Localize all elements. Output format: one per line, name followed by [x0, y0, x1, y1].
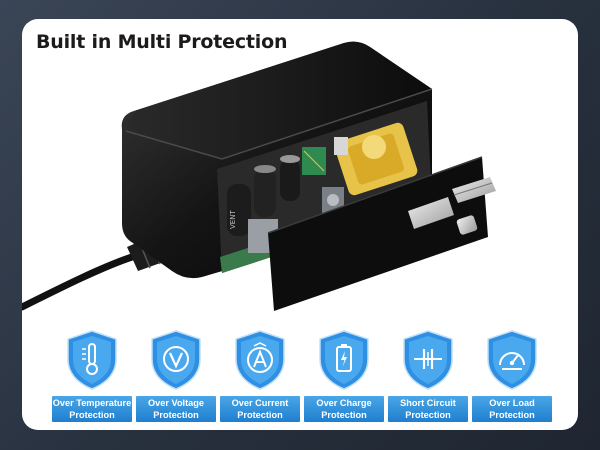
battery-charge-icon: [319, 330, 369, 390]
feature-over-charge: Over Charge Protection: [304, 329, 384, 424]
feature-over-temperature: Over Temperature Protection: [52, 329, 132, 424]
power-adapter-image: VENT: [22, 41, 496, 311]
feature-label: Over Voltage Protection: [136, 396, 216, 422]
feature-label: Over Temperature Protection: [52, 396, 132, 422]
svg-text:VENT: VENT: [229, 210, 237, 229]
voltage-icon: [151, 330, 201, 390]
protection-features: Over Temperature Protection Over Voltage…: [52, 329, 552, 424]
short-circuit-icon: [403, 330, 453, 390]
feature-over-current: Over Current Protection: [220, 329, 300, 424]
feature-label: Over Load Protection: [472, 396, 552, 422]
thermometer-icon: [67, 330, 117, 390]
product-card: VENT Built in Multi Protection: [22, 19, 578, 430]
ampere-icon: [235, 330, 285, 390]
page-title: Built in Multi Protection: [36, 31, 288, 53]
feature-label: Short Circuit Protection: [388, 396, 468, 422]
feature-short-circuit: Short Circuit Protection: [388, 329, 468, 424]
feature-over-load: Over Load Protection: [472, 329, 552, 424]
feature-over-voltage: Over Voltage Protection: [136, 329, 216, 424]
gauge-icon: [487, 330, 537, 390]
feature-label: Over Charge Protection: [304, 396, 384, 422]
feature-label: Over Current Protection: [220, 396, 300, 422]
